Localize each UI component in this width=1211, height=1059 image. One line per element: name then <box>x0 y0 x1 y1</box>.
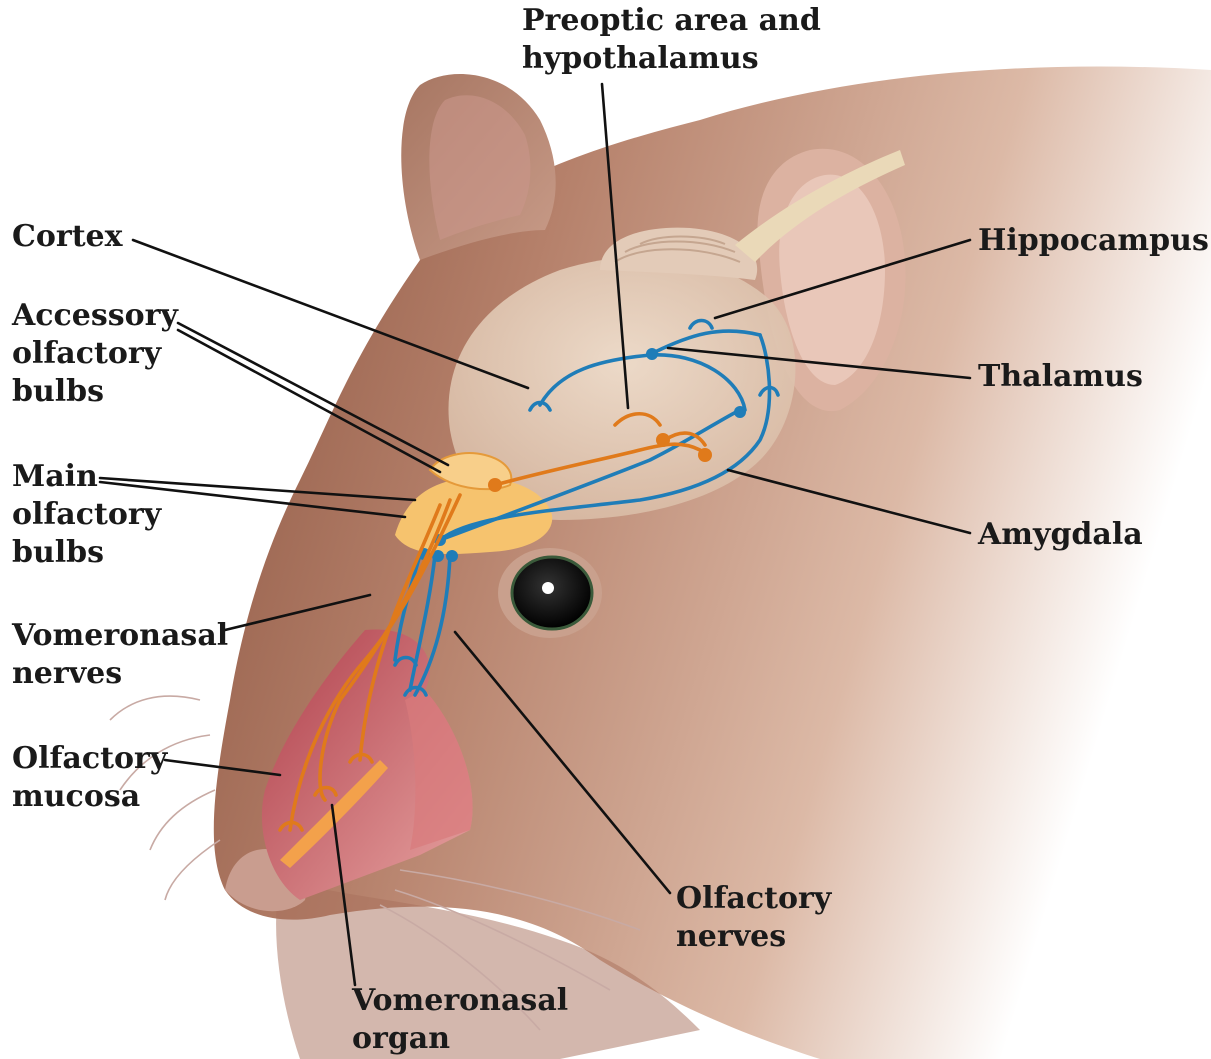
label-cortex: Cortex <box>12 218 123 256</box>
label-main-olfactory-bulbs: Main olfactory bulbs <box>12 458 161 572</box>
label-hippocampus: Hippocampus <box>978 222 1209 260</box>
label-preoptic-area-and-hypothalamus: Preoptic area and hypothalamus <box>522 2 821 78</box>
eye <box>512 557 592 629</box>
label-amygdala: Amygdala <box>978 516 1143 554</box>
label-olfactory-mucosa: Olfactory mucosa <box>12 740 167 816</box>
label-thalamus: Thalamus <box>978 358 1143 396</box>
label-vomeronasal-nerves: Vomeronasal nerves <box>12 617 228 693</box>
label-vomeronasal-organ: Vomeronasal organ <box>352 982 568 1058</box>
label-olfactory-nerves: Olfactory nerves <box>676 880 831 956</box>
label-accessory-olfactory-bulbs: Accessory olfactory bulbs <box>12 297 178 411</box>
